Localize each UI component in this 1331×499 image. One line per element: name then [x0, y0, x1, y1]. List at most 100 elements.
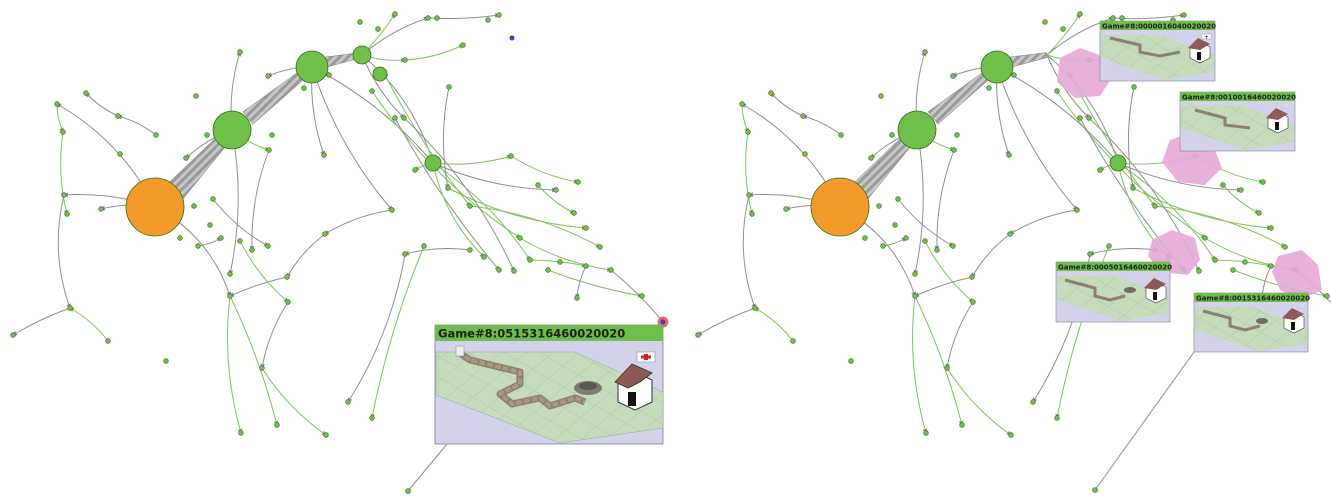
graph-node[interactable]: [862, 235, 868, 241]
graph-node[interactable]: [259, 365, 265, 371]
graph-node[interactable]: [889, 132, 895, 138]
graph-node[interactable]: [238, 430, 244, 436]
graph-node[interactable]: [269, 132, 275, 138]
transition-edge[interactable]: [394, 117, 500, 271]
heavy-transition-edge[interactable]: [1009, 52, 1048, 68]
graph-node[interactable]: [467, 247, 473, 253]
transition-edge[interactable]: [371, 90, 521, 239]
graph-node[interactable]: [401, 115, 407, 121]
transition-edge[interactable]: [370, 245, 425, 419]
transition-edge[interactable]: [1132, 187, 1272, 231]
cluster-node[interactable]: [1272, 250, 1322, 300]
transition-edge[interactable]: [442, 86, 450, 189]
graph-node[interactable]: [227, 293, 233, 299]
graph-node[interactable]: [1119, 15, 1125, 21]
graph-node[interactable]: [481, 254, 487, 260]
selected-node[interactable]: [660, 319, 666, 325]
transition-edge[interactable]: [914, 276, 973, 297]
graph-node[interactable]: [207, 222, 213, 228]
graph-node[interactable]: [950, 243, 956, 249]
graph-node[interactable]: [412, 167, 418, 173]
graph-node[interactable]: [177, 235, 183, 241]
graph-node[interactable]: [739, 101, 745, 107]
transition-edge[interactable]: [971, 233, 1011, 278]
graph-node[interactable]: [323, 432, 329, 438]
transition-edge[interactable]: [56, 103, 64, 133]
graph-node[interactable]: [922, 49, 928, 55]
transition-edge[interactable]: [404, 247, 471, 256]
graph-node[interactable]: [868, 155, 874, 161]
game-preview-1[interactable]: Game#8:0000016040020020 +: [1099, 20, 1216, 82]
cluster-node[interactable]: [1057, 48, 1112, 98]
graph-node[interactable]: [1086, 115, 1092, 121]
graph-node[interactable]: [912, 271, 918, 277]
graph-node[interactable]: [405, 488, 411, 494]
transition-edge[interactable]: [403, 117, 515, 272]
transition-edge[interactable]: [914, 295, 964, 426]
graph-node[interactable]: [1006, 152, 1012, 158]
transition-edge[interactable]: [697, 307, 756, 336]
transition-edge[interactable]: [260, 301, 289, 369]
graph-node[interactable]: [1092, 487, 1098, 493]
graph-node[interactable]: [193, 93, 199, 99]
graph-node[interactable]: [1238, 187, 1244, 193]
transition-edge[interactable]: [311, 66, 434, 164]
transition-edge[interactable]: [802, 114, 842, 136]
graph-node[interactable]: [951, 147, 957, 153]
lone-node[interactable]: [509, 35, 515, 41]
transition-edge[interactable]: [324, 209, 393, 235]
transition-edge[interactable]: [384, 74, 471, 207]
graph-node[interactable]: [83, 90, 89, 96]
transition-edge[interactable]: [228, 129, 239, 275]
graph-node[interactable]: [1268, 263, 1274, 269]
graph-node[interactable]: [923, 430, 929, 436]
transition-edge[interactable]: [286, 233, 326, 278]
graph-node[interactable]: [274, 422, 280, 428]
graph-node[interactable]: [1242, 259, 1248, 265]
graph-node[interactable]: [597, 244, 603, 250]
graph-node[interactable]: [922, 238, 928, 244]
graph-node[interactable]: [1106, 243, 1112, 249]
graph-node[interactable]: [878, 93, 884, 99]
transition-edge[interactable]: [57, 194, 72, 309]
transition-edge[interactable]: [311, 66, 393, 211]
graph-node[interactable]: [1077, 115, 1083, 121]
graph-node[interactable]: [1268, 225, 1274, 231]
graph-node[interactable]: [954, 132, 960, 138]
transition-edge[interactable]: [361, 16, 429, 56]
graph-node[interactable]: [1087, 251, 1093, 257]
graph-node[interactable]: [445, 185, 451, 191]
graph-node[interactable]: [204, 132, 210, 138]
transition-edge[interactable]: [745, 131, 754, 215]
transition-edge[interactable]: [361, 54, 435, 164]
graph-node[interactable]: [10, 332, 16, 338]
graph-node[interactable]: [1030, 399, 1036, 405]
transition-edge[interactable]: [912, 295, 928, 434]
graph-node[interactable]: [421, 243, 427, 249]
graph-node[interactable]: [1181, 12, 1187, 18]
state-node[interactable]: [810, 177, 870, 237]
graph-node[interactable]: [800, 113, 806, 119]
transition-edge[interactable]: [945, 301, 974, 369]
graph-node[interactable]: [1202, 235, 1208, 241]
graph-node[interactable]: [345, 399, 351, 405]
graph-node[interactable]: [876, 203, 882, 209]
transition-edge[interactable]: [261, 367, 327, 436]
transition-edge[interactable]: [741, 103, 749, 133]
graph-node[interactable]: [392, 11, 398, 17]
graph-node[interactable]: [535, 182, 541, 188]
game-preview-4[interactable]: Game#8:0015316460020020: [1193, 292, 1310, 353]
graph-node[interactable]: [54, 101, 60, 107]
graph-node[interactable]: [745, 129, 751, 135]
graph-node[interactable]: [191, 203, 197, 209]
graph-node[interactable]: [880, 243, 886, 249]
transition-edge[interactable]: [519, 237, 612, 272]
graph-node[interactable]: [695, 332, 701, 338]
graph-node[interactable]: [434, 15, 440, 21]
graph-node[interactable]: [970, 299, 976, 305]
graph-node[interactable]: [424, 154, 442, 172]
game-preview-2[interactable]: Game#8:0010016460020020: [1179, 91, 1296, 152]
graph-node[interactable]: [266, 147, 272, 153]
graph-node[interactable]: [153, 132, 159, 138]
graph-node[interactable]: [1196, 268, 1202, 274]
